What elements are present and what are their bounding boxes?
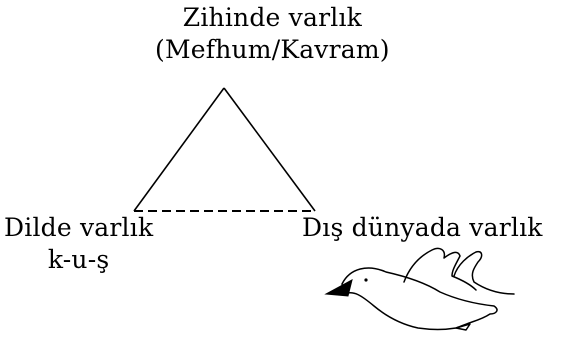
triangle-right-side	[223, 87, 316, 212]
concept-label-line2: (Mefhum/Kavram)	[155, 35, 390, 64]
bird-eye	[364, 278, 368, 282]
triangle-left-side	[133, 87, 225, 212]
bird-tail	[455, 323, 471, 331]
concept-label-line1: Zihinde varlık	[182, 3, 362, 32]
world-label-text: Dış dünyada varlık	[302, 213, 543, 242]
language-label-line1: Dilde varlık	[4, 213, 154, 242]
world-label: Dış dünyada varlık	[302, 212, 543, 244]
language-label: Dilde varlık k-u-ş	[4, 212, 153, 276]
bird-icon	[341, 247, 515, 331]
bird-wing	[403, 247, 477, 291]
bird-beak	[324, 279, 353, 297]
bird-upper-wing	[453, 250, 515, 295]
concept-label: Zihinde varlık (Mefhum/Kavram)	[155, 2, 390, 66]
bird-body	[341, 267, 498, 331]
language-label-line2: k-u-ş	[47, 245, 110, 274]
